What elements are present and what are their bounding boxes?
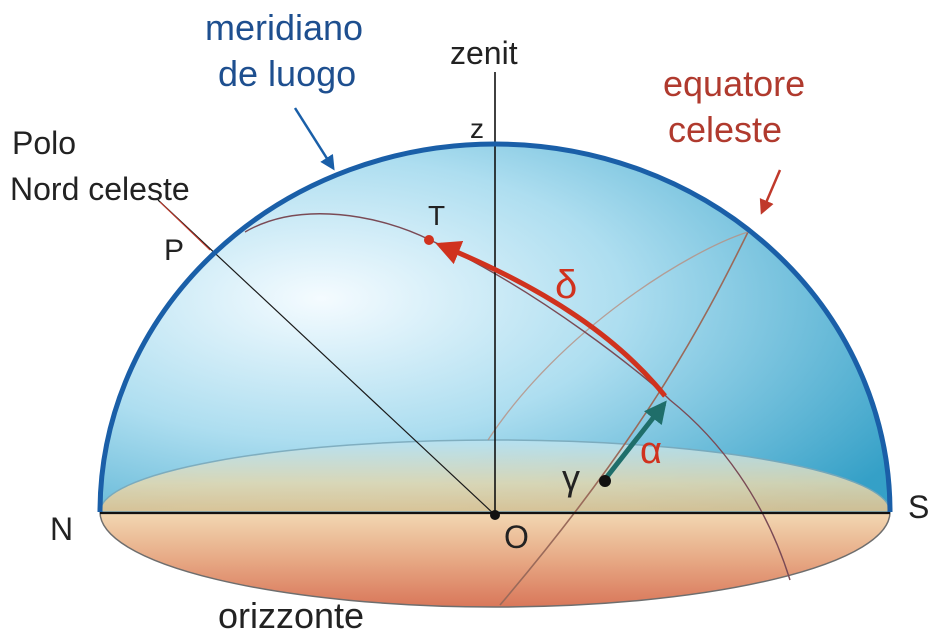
polar-axis-extension — [159, 201, 211, 251]
equator-label-line1: equatore — [663, 63, 805, 104]
equator-label-line2: celeste — [668, 109, 782, 150]
pole-point-label: P — [164, 234, 184, 267]
star-point-label: T — [428, 200, 445, 231]
north-label: N — [50, 511, 73, 547]
horizon-underside — [99, 511, 891, 608]
equator-pointer-arrow — [759, 169, 782, 215]
zenith-label: zenit — [450, 35, 518, 71]
right-ascension-label: α — [640, 430, 662, 472]
observer-point-marker — [490, 510, 500, 520]
star-point-marker — [424, 235, 434, 245]
meridian-label-line1: meridiano — [205, 7, 363, 48]
zenith-point-label: z — [470, 113, 484, 144]
celestial-equator-front — [499, 231, 749, 606]
horizon-label: orizzonte — [218, 595, 364, 636]
meridian-pointer-arrow — [293, 107, 335, 171]
pole-label-line2: Nord celeste — [10, 171, 190, 207]
vernal-point-label: γ — [562, 457, 580, 498]
vernal-point-marker — [599, 475, 611, 487]
local-meridian-arc — [97, 141, 893, 513]
right-ascension-arrow — [604, 400, 667, 480]
celestial-equator-back — [487, 231, 749, 441]
south-label: S — [908, 489, 929, 525]
pole-label-line1: Polo — [12, 125, 76, 161]
observer-label: O — [504, 519, 529, 555]
declination-arc — [435, 241, 667, 398]
hour-circle — [244, 213, 791, 581]
meridian-label-line2: de luogo — [218, 53, 356, 94]
declination-label: δ — [555, 263, 577, 307]
